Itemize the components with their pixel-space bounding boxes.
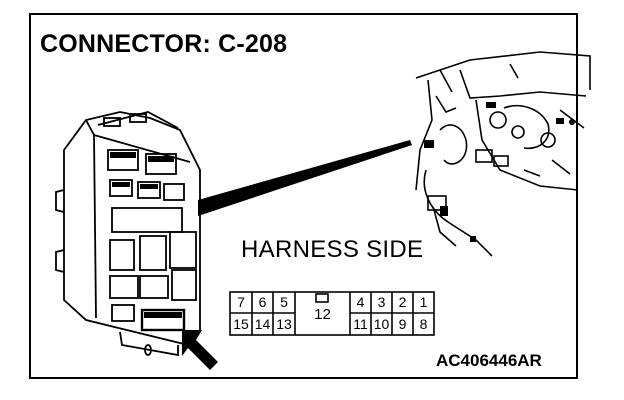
connector-pin: 9	[398, 316, 407, 332]
connector-pin: 10	[373, 316, 390, 332]
junction-block	[55, 111, 201, 357]
connector-pin: 7	[237, 294, 245, 310]
connector-pin: 15	[233, 316, 249, 332]
harness-side-label: HARNESS SIDE	[241, 236, 424, 263]
connector-pin: 1	[419, 294, 428, 310]
connector-pin-center: 12	[314, 306, 331, 323]
connector-pin: 13	[276, 316, 292, 332]
connector-pin: 3	[377, 294, 386, 310]
arrow-icon	[182, 330, 218, 370]
connector-face	[229, 291, 435, 336]
connector-pin: 14	[254, 316, 271, 332]
connector-pin: 4	[356, 294, 365, 310]
vehicle-dashboard-shading	[424, 102, 575, 242]
figure-code: AC406446AR	[436, 351, 542, 370]
connector-pin: 11	[353, 316, 368, 332]
connector-pin: 8	[419, 316, 428, 332]
connector-pin: 5	[280, 294, 288, 310]
connector-pin: 6	[258, 294, 267, 310]
page-title: CONNECTOR: C-208	[40, 30, 288, 58]
locator-cone-icon	[198, 140, 412, 216]
junction-block-shading	[110, 152, 182, 318]
vehicle-dashboard	[415, 51, 591, 257]
connector-pin: 2	[398, 294, 407, 310]
